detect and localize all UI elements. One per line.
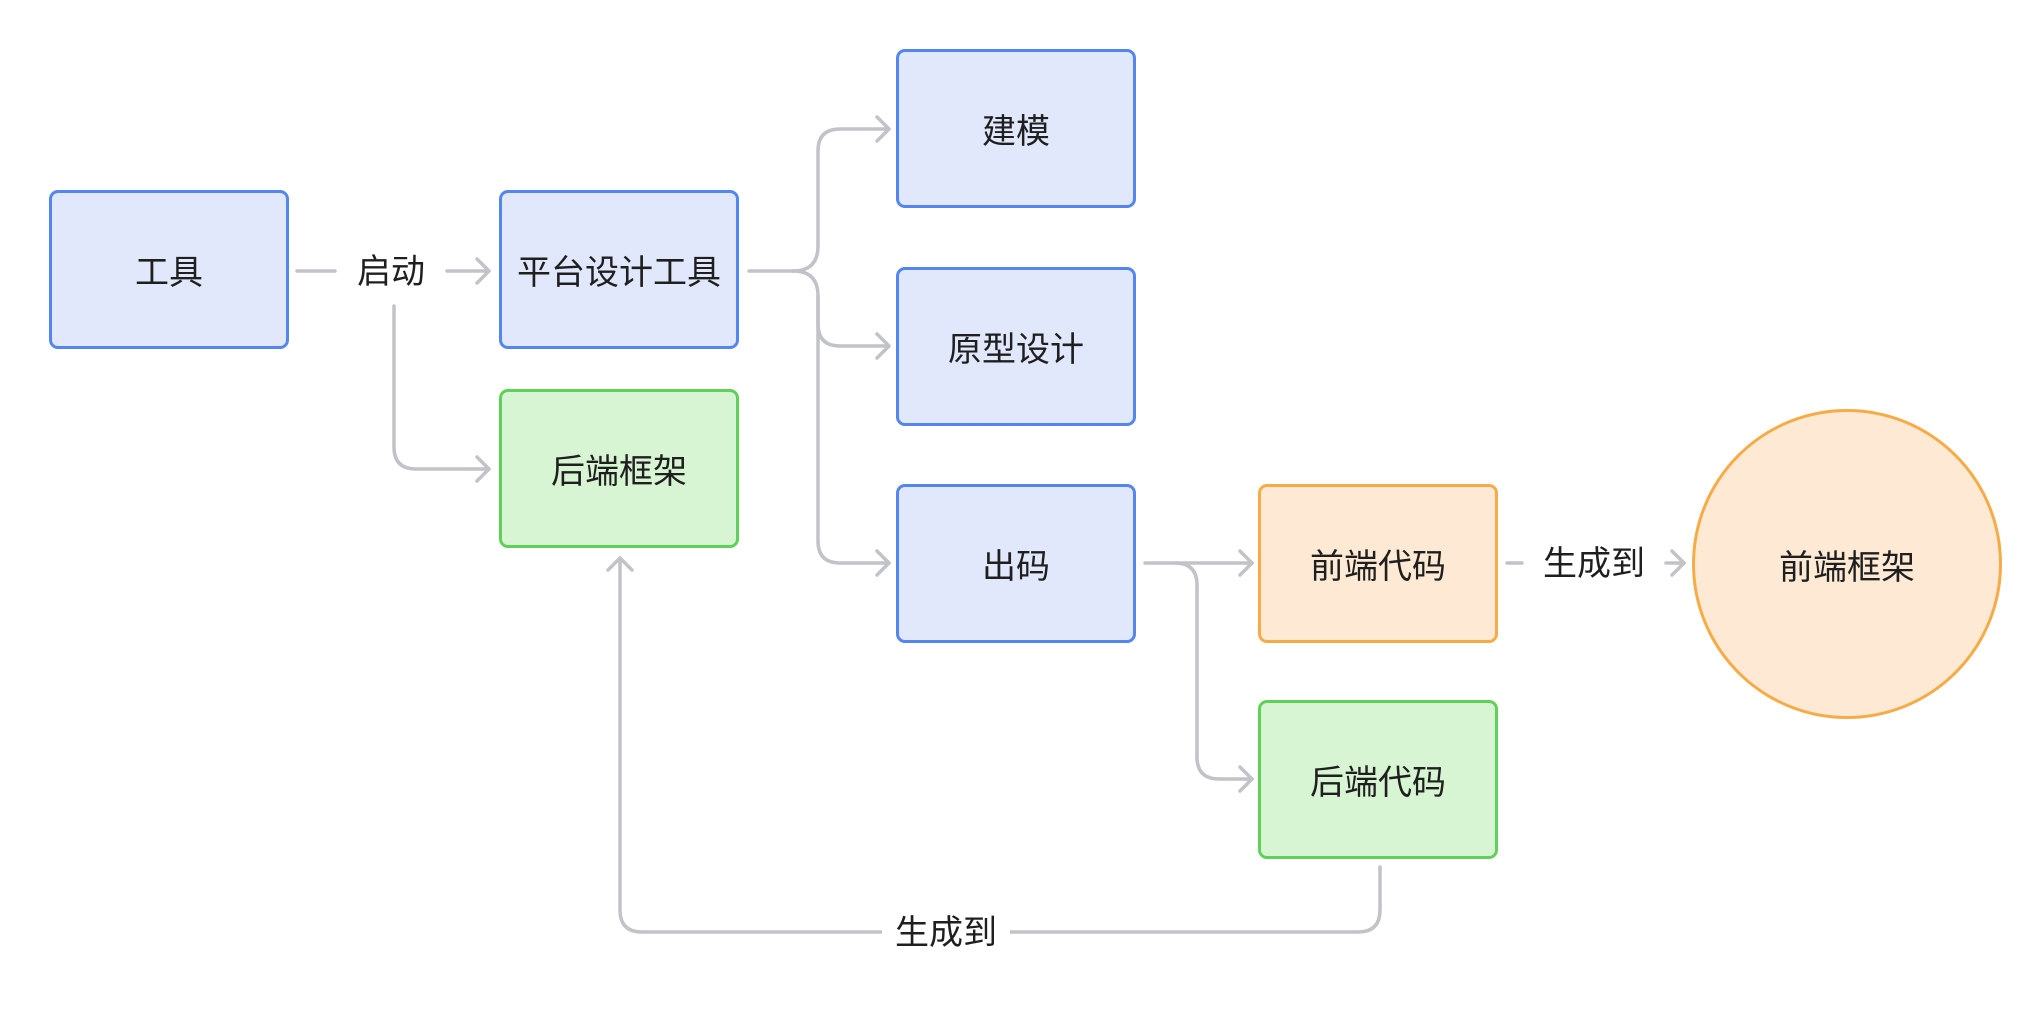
node-tools[interactable]: 工具 [49,190,289,349]
node-code-output[interactable]: 出码 [896,484,1136,643]
node-frontend-framework[interactable]: 前端框架 [1692,409,2002,719]
edge-code-backend [1173,561,1254,781]
arrowhead-modeling [875,115,891,143]
arrowhead-frontend-code [1238,549,1254,577]
edge-launch-backend-framework [392,304,491,471]
node-prototype-design[interactable]: 原型设计 [896,267,1136,426]
arrowhead-frontend-framework [1670,549,1686,577]
arrowhead-platform [475,257,491,285]
edge-platform-prototype [791,269,891,348]
node-modeling[interactable]: 建模 [896,49,1136,208]
node-backend-framework[interactable]: 后端框架 [499,389,739,548]
arrowhead-backend-framework [475,455,491,483]
edge-label-launch: 启动 [343,252,439,292]
arrowhead-prototype [875,332,891,360]
node-frontend-code[interactable]: 前端代码 [1258,484,1498,643]
edge-label-generate-backend: 生成到 [882,913,1010,953]
edge-platform-code-output [816,294,891,565]
edge-platform-modeling [791,127,891,273]
arrowhead-backend-framework-up [606,556,634,572]
arrowhead-code-output [875,549,891,577]
node-platform-design-tools[interactable]: 平台设计工具 [499,190,739,349]
edge-label-generate-frontend: 生成到 [1530,544,1658,584]
arrowhead-backend-code [1238,765,1254,793]
node-backend-code[interactable]: 后端代码 [1258,700,1498,859]
